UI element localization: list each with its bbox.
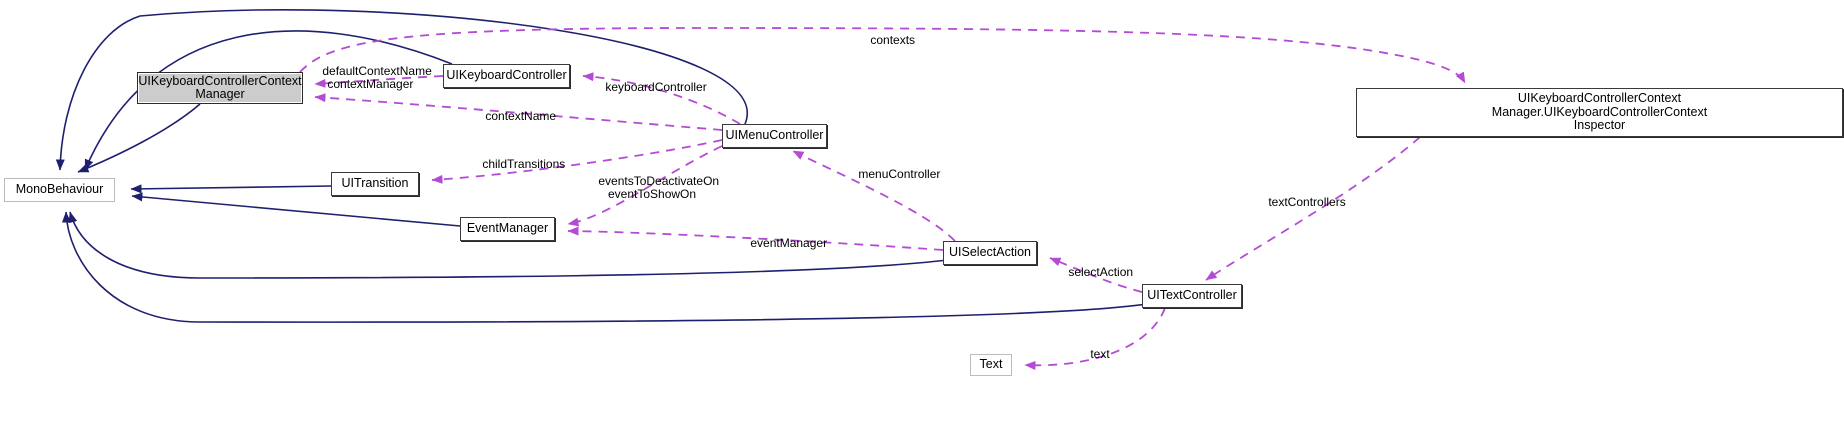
- edge-label-text: selectAction: [1068, 265, 1134, 279]
- node-label: Text: [979, 357, 1003, 372]
- node-label: UIKeyboardControllerContext Manager: [138, 73, 302, 101]
- edge-label-text: eventsToDeactivateOn eventToShowOn: [598, 174, 720, 201]
- edge-label-text: defaultContextName contextManager: [322, 64, 432, 91]
- node-uimenucontroller[interactable]: UIMenuController: [722, 124, 827, 148]
- edge-label-text: contextName: [485, 109, 557, 123]
- node-label: UIMenuController: [725, 128, 824, 143]
- node-label: UIKeyboardControllerContext Manager.UIKe…: [1491, 91, 1708, 133]
- edge-label-eventstodeactivateon-eventtoshowon: eventsToDeactivateOn eventToShowOn: [585, 162, 719, 214]
- node-text[interactable]: Text: [970, 354, 1012, 376]
- node-label: UIKeyboardController: [446, 68, 567, 83]
- edge-label-text: textControllers: [1268, 195, 1346, 209]
- node-label: UITextController: [1147, 288, 1237, 303]
- edge-label-menucontroller: menuController: [845, 155, 940, 194]
- node-uikeyboardcontroller[interactable]: UIKeyboardController: [443, 64, 570, 88]
- edge-label-text: contexts: [870, 33, 916, 47]
- edge-label-text: menuController: [858, 167, 941, 181]
- edge-label-text: eventManager: [750, 236, 828, 250]
- edge-label-contextname: contextName: [472, 97, 556, 136]
- node-label: UISelectAction: [949, 245, 1031, 260]
- node-uikeyboardcontrollercontextmanager[interactable]: UIKeyboardControllerContext Manager: [137, 72, 303, 104]
- node-uitextcontroller[interactable]: UITextController: [1142, 284, 1242, 308]
- edge-label-text: keyboardController: [605, 80, 707, 94]
- node-uikeyboardcontrollercontextmanager-inspector[interactable]: UIKeyboardControllerContext Manager.UIKe…: [1356, 88, 1843, 137]
- edge-label-eventmanager: eventManager: [737, 224, 827, 263]
- edge-label-text: text: [1090, 347, 1110, 361]
- edge-label-text: childTransitions: [482, 157, 566, 171]
- node-uitransition[interactable]: UITransition: [331, 172, 419, 196]
- edge-label-textcontrollers: textControllers: [1255, 183, 1346, 222]
- node-label: UITransition: [341, 176, 409, 191]
- edge-label-keyboardcontroller: keyboardController: [592, 68, 707, 107]
- node-label: EventManager: [466, 221, 549, 236]
- edge-label-selectaction: selectAction: [1055, 253, 1133, 292]
- node-label: MonoBehaviour: [15, 182, 104, 197]
- node-monobehaviour[interactable]: MonoBehaviour: [4, 178, 115, 202]
- edge-label-text: text: [1077, 335, 1110, 374]
- node-eventmanager[interactable]: EventManager: [460, 217, 555, 241]
- node-uiselectaction[interactable]: UISelectAction: [943, 241, 1037, 265]
- edge-label-contexts: contexts: [857, 21, 915, 60]
- edge-label-defaultcontextname-contextmanager: defaultContextName contextManager: [309, 52, 432, 104]
- edge-label-childtransitions: childTransitions: [469, 145, 565, 184]
